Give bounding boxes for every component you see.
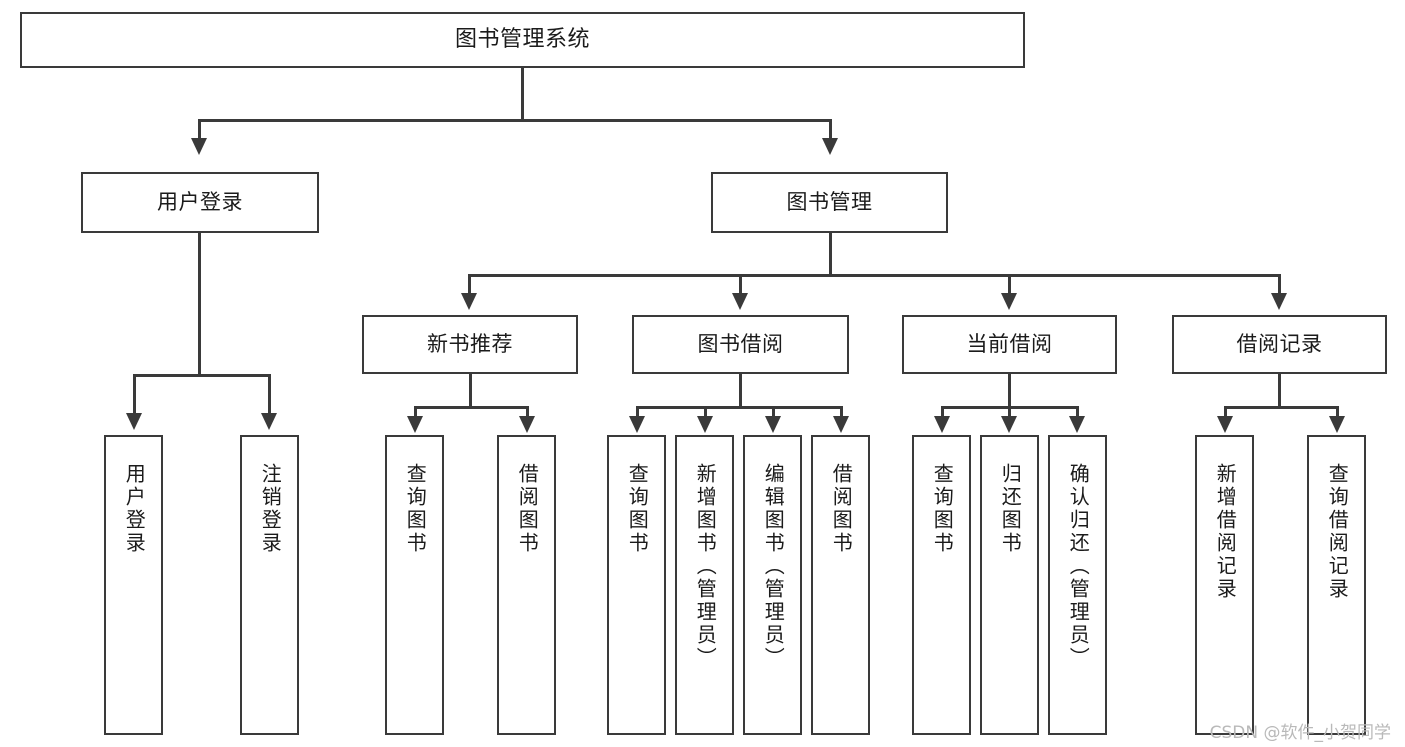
connector-user-login-bar bbox=[133, 374, 270, 377]
node-label: 注销登录 bbox=[258, 463, 283, 555]
node-label: 确认归还（管理员） bbox=[1066, 463, 1091, 670]
connector-bm-to-book-borrow bbox=[739, 274, 742, 296]
arrowhead-cb-leaf-2 bbox=[1001, 416, 1017, 433]
node-label: 归还图书 bbox=[998, 463, 1023, 555]
connector-new-book-to-leaf-1 bbox=[414, 406, 417, 419]
arrowhead-bb-leaf-4 bbox=[833, 416, 849, 433]
leaf-add-book-admin[interactable]: 新增图书（管理员） bbox=[675, 435, 734, 735]
connector-cb-to-leaf-1 bbox=[941, 406, 944, 419]
connector-br-to-leaf-1 bbox=[1224, 406, 1227, 419]
arrowhead-bb-leaf-2 bbox=[697, 416, 713, 433]
connector-bm-to-new-book bbox=[468, 274, 471, 296]
arrowhead-bb-leaf-3 bbox=[765, 416, 781, 433]
connector-bb-to-leaf-1 bbox=[636, 406, 639, 419]
node-label: 查询图书 bbox=[930, 463, 955, 555]
connector-user-login-to-leaf-2 bbox=[268, 374, 271, 416]
connector-book-management-bar bbox=[468, 274, 1280, 277]
node-new-book-recommend[interactable]: 新书推荐 bbox=[362, 315, 578, 374]
arrowhead-bm-to-new-book bbox=[461, 293, 477, 310]
connector-root-to-book-management bbox=[829, 119, 832, 141]
node-borrow-record[interactable]: 借阅记录 bbox=[1172, 315, 1387, 374]
connector-current-borrow-stem bbox=[1008, 374, 1011, 408]
leaf-add-borrow-record[interactable]: 新增借阅记录 bbox=[1195, 435, 1254, 735]
connector-user-login-stem bbox=[198, 233, 201, 375]
node-label: 借阅图书 bbox=[829, 463, 854, 555]
connector-borrow-record-stem bbox=[1278, 374, 1281, 408]
node-root-book-management-system[interactable]: 图书管理系统 bbox=[20, 12, 1025, 68]
arrowhead-br-leaf-1 bbox=[1217, 416, 1233, 433]
arrowhead-cb-leaf-3 bbox=[1069, 416, 1085, 433]
leaf-query-book-borrow[interactable]: 查询图书 bbox=[607, 435, 666, 735]
connector-user-login-to-leaf-1 bbox=[133, 374, 136, 416]
arrowhead-br-leaf-2 bbox=[1329, 416, 1345, 433]
connector-root-to-user-login bbox=[198, 119, 201, 141]
leaf-return-book[interactable]: 归还图书 bbox=[980, 435, 1039, 735]
connector-bb-to-leaf-3 bbox=[772, 406, 775, 419]
arrowhead-bm-to-book-borrow bbox=[732, 293, 748, 310]
connector-borrow-record-bar bbox=[1224, 406, 1338, 409]
connector-book-management-stem bbox=[829, 233, 832, 275]
node-label: 图书借阅 bbox=[697, 332, 784, 357]
node-label: 查询图书 bbox=[625, 463, 650, 555]
leaf-edit-book-admin[interactable]: 编辑图书（管理员） bbox=[743, 435, 802, 735]
node-user-login[interactable]: 用户登录 bbox=[81, 172, 319, 233]
arrowhead-bm-to-current-borrow bbox=[1001, 293, 1017, 310]
leaf-borrow-book-recommend[interactable]: 借阅图书 bbox=[497, 435, 556, 735]
node-label: 查询借阅记录 bbox=[1325, 463, 1350, 601]
leaf-confirm-return-admin[interactable]: 确认归还（管理员） bbox=[1048, 435, 1107, 735]
connector-new-book-to-leaf-2 bbox=[526, 406, 529, 419]
connector-bb-to-leaf-2 bbox=[704, 406, 707, 419]
connector-bm-to-borrow-record bbox=[1278, 274, 1281, 296]
node-label: 编辑图书（管理员） bbox=[761, 463, 786, 670]
arrowhead-root-to-user-login bbox=[191, 138, 207, 155]
node-label: 借阅图书 bbox=[515, 463, 540, 555]
connector-root-stem bbox=[521, 68, 524, 120]
connector-cb-to-leaf-2 bbox=[1008, 406, 1011, 419]
connector-book-borrow-bar bbox=[636, 406, 842, 409]
connector-bb-to-leaf-4 bbox=[840, 406, 843, 419]
node-label: 用户登录 bbox=[122, 463, 147, 555]
arrowhead-bm-to-borrow-record bbox=[1271, 293, 1287, 310]
arrowhead-bb-leaf-1 bbox=[629, 416, 645, 433]
connector-bm-to-current-borrow bbox=[1008, 274, 1011, 296]
leaf-borrow-book[interactable]: 借阅图书 bbox=[811, 435, 870, 735]
node-label: 当前借阅 bbox=[966, 332, 1053, 357]
arrowhead-new-book-leaf-2 bbox=[519, 416, 535, 433]
connector-br-to-leaf-2 bbox=[1336, 406, 1339, 419]
arrowhead-user-login-leaf-1 bbox=[126, 413, 142, 430]
node-label: 新增借阅记录 bbox=[1213, 463, 1238, 601]
node-book-borrow[interactable]: 图书借阅 bbox=[632, 315, 849, 374]
node-label: 用户登录 bbox=[157, 190, 243, 215]
node-label: 新书推荐 bbox=[427, 332, 513, 357]
node-book-management[interactable]: 图书管理 bbox=[711, 172, 948, 233]
leaf-query-book-current[interactable]: 查询图书 bbox=[912, 435, 971, 735]
leaf-query-borrow-record[interactable]: 查询借阅记录 bbox=[1307, 435, 1366, 735]
arrowhead-new-book-leaf-1 bbox=[407, 416, 423, 433]
leaf-logout[interactable]: 注销登录 bbox=[240, 435, 299, 735]
arrowhead-user-login-leaf-2 bbox=[261, 413, 277, 430]
connector-new-book-stem bbox=[469, 374, 472, 408]
node-current-borrow[interactable]: 当前借阅 bbox=[902, 315, 1117, 374]
connector-book-borrow-stem bbox=[739, 374, 742, 408]
connector-cb-to-leaf-3 bbox=[1076, 406, 1079, 419]
arrowhead-cb-leaf-1 bbox=[934, 416, 950, 433]
connector-root-bar bbox=[198, 119, 832, 122]
node-label: 新增图书（管理员） bbox=[693, 463, 718, 670]
leaf-query-book-recommend[interactable]: 查询图书 bbox=[385, 435, 444, 735]
node-label: 借阅记录 bbox=[1236, 332, 1323, 357]
node-label: 图书管理 bbox=[786, 190, 873, 215]
arrowhead-root-to-book-management bbox=[822, 138, 838, 155]
leaf-user-login[interactable]: 用户登录 bbox=[104, 435, 163, 735]
node-label: 图书管理系统 bbox=[454, 27, 590, 53]
node-label: 查询图书 bbox=[403, 463, 428, 555]
connector-new-book-bar bbox=[414, 406, 528, 409]
